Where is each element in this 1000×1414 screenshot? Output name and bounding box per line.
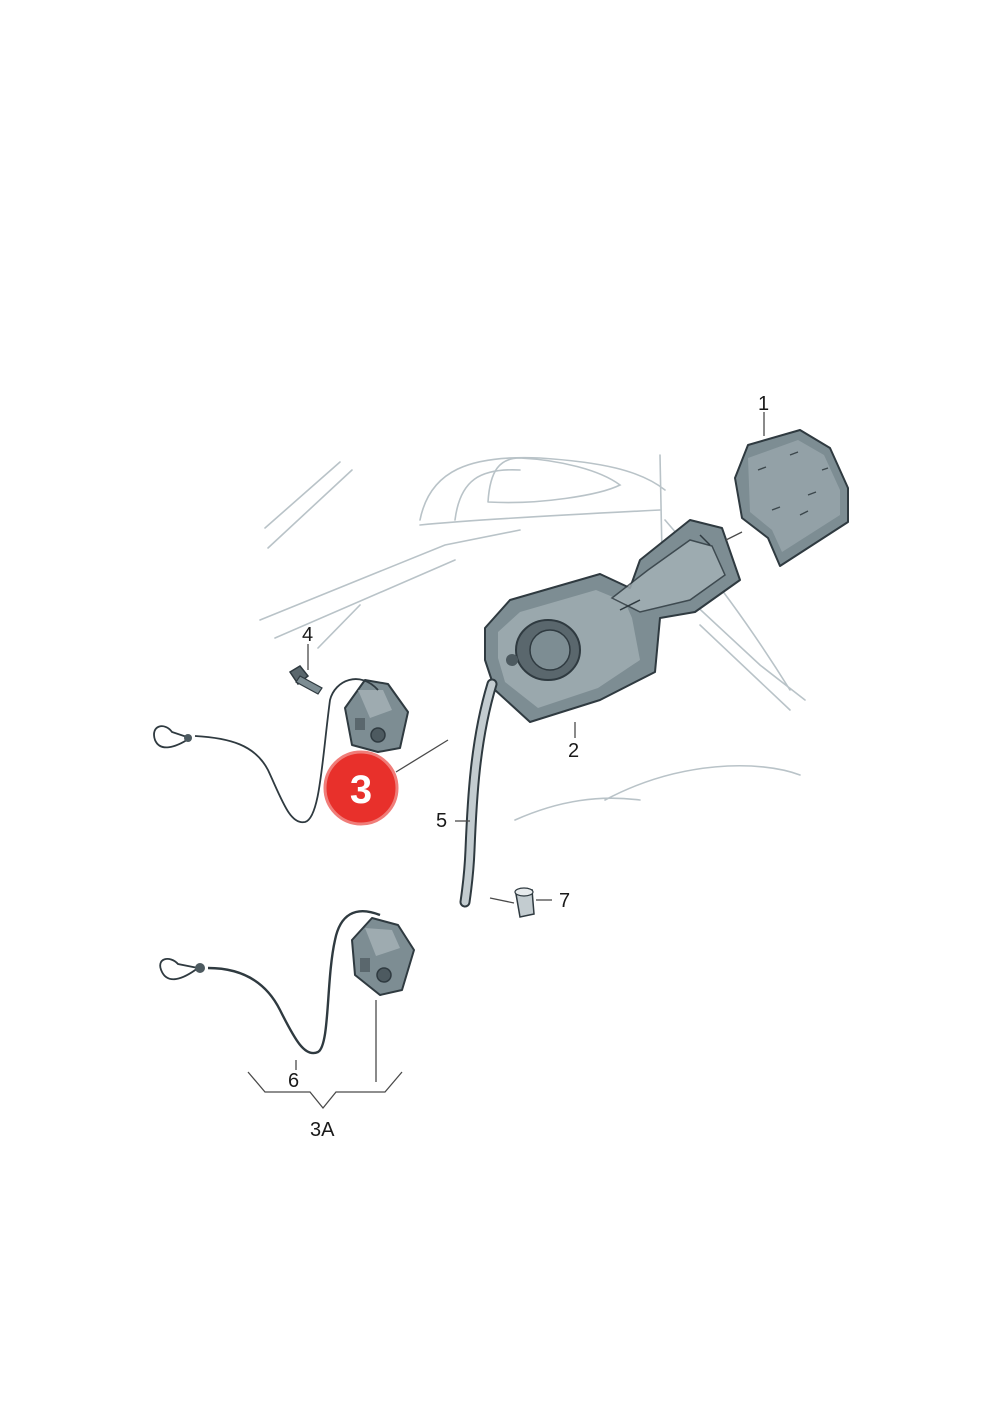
hose-part-5 — [459, 678, 498, 908]
actuator-part-3a — [351, 917, 415, 996]
actuator-part-3 — [344, 679, 409, 753]
highlight-label: 3 — [350, 768, 372, 812]
callout-6: 6 — [288, 1070, 299, 1092]
release-cable-lower — [159, 910, 381, 1055]
fuel-flap-part-1 — [734, 429, 849, 567]
callout-7: 7 — [559, 890, 570, 912]
release-cable-upper — [153, 678, 379, 823]
callout-5: 5 — [436, 810, 447, 832]
leader-lines — [247, 412, 765, 1110]
callout-1: 1 — [758, 393, 769, 415]
callout-2: 2 — [568, 740, 579, 762]
callout-3a: 3A — [310, 1119, 335, 1141]
screw-part-4 — [288, 665, 323, 695]
fuel-filler-housing-part-2 — [484, 519, 741, 723]
grommet-part-7 — [514, 887, 535, 918]
callout-4: 4 — [302, 624, 313, 646]
highlight-marker-3[interactable]: 3 — [323, 750, 399, 826]
